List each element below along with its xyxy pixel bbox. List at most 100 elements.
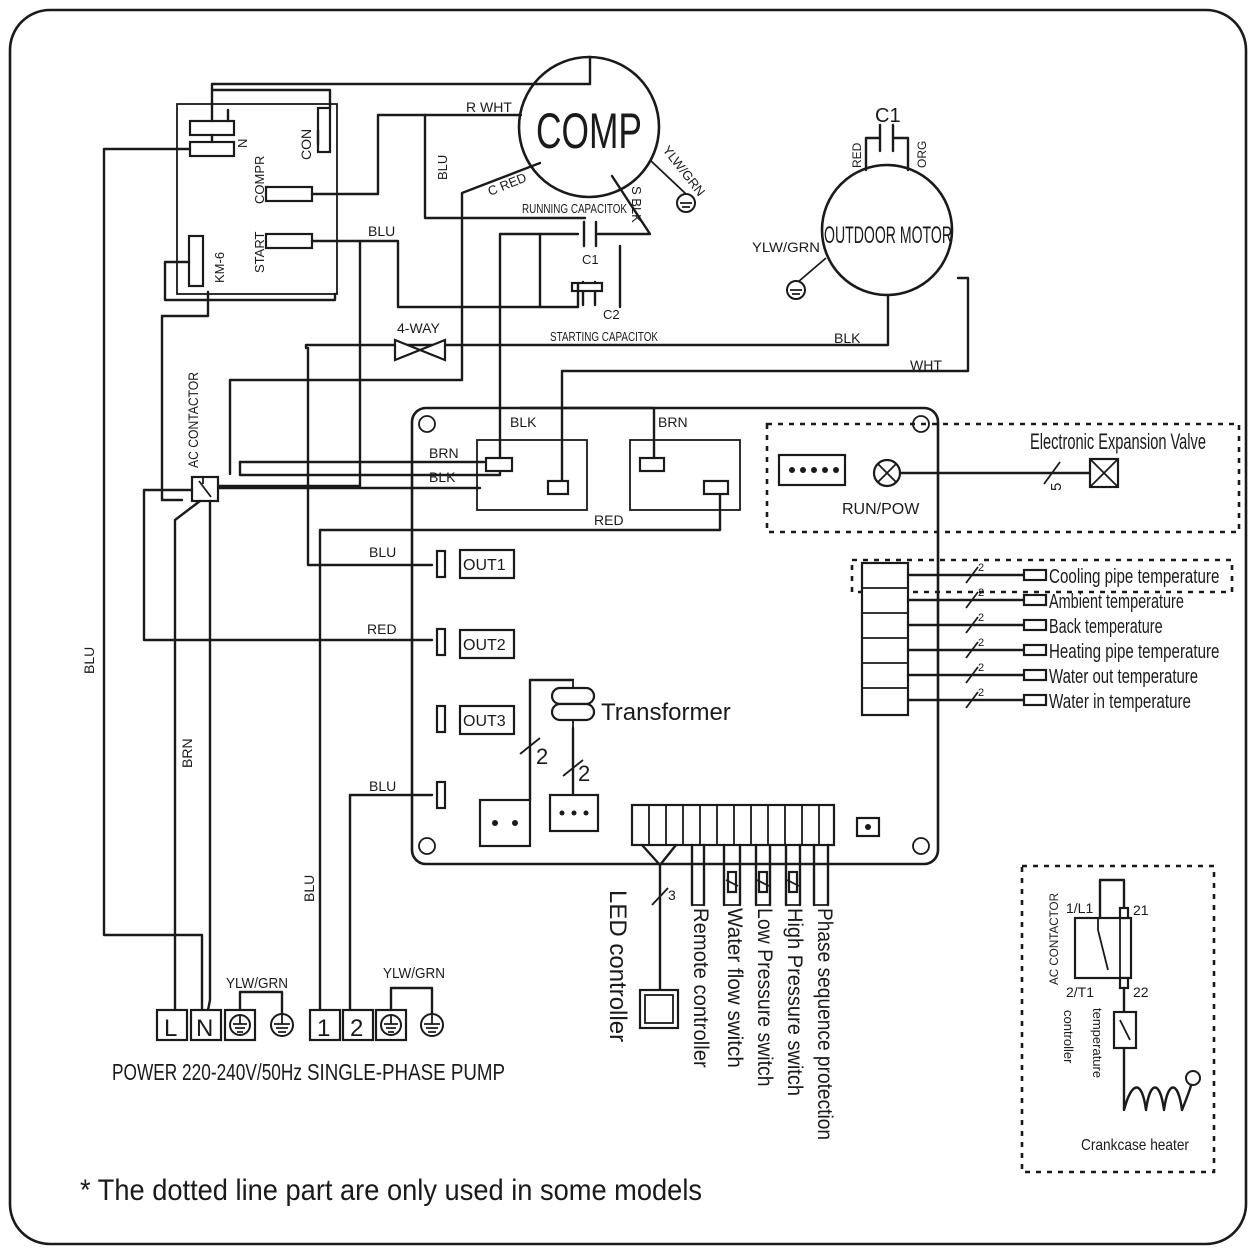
four-way-valve-icon <box>393 338 447 362</box>
transformer-label: Transformer <box>601 699 731 726</box>
earth-icon-pump-bars <box>424 1014 440 1033</box>
input-connector-dividers <box>648 805 820 845</box>
earth-icon-power-bars <box>274 1014 290 1033</box>
crankcase-heater-label: Crankcase heater <box>1081 1137 1190 1154</box>
pin <box>571 810 577 816</box>
out2-label: OUT2 <box>463 637 506 654</box>
pin <box>822 467 828 473</box>
run-pow-lamp-cross <box>877 463 897 483</box>
sensor-wire-count: 2 <box>978 687 984 699</box>
relay-block <box>176 103 338 295</box>
crankcase-t1: 2/T1 <box>1066 984 1094 1000</box>
sensor-probe-icon <box>1022 643 1048 657</box>
out1-pins <box>435 549 447 579</box>
crankcase-heater-coil <box>1122 1046 1194 1112</box>
sensor-label: Water out temperature <box>1049 666 1198 688</box>
sensor-wire-count: 2 <box>978 562 984 574</box>
label-ylw-grn-motor: YLW/GRN <box>752 239 820 255</box>
led-controller-inner <box>644 994 674 1024</box>
starting-cap-resistor <box>570 281 604 293</box>
sensor-wire-count: 2 <box>978 587 984 599</box>
label-blu-mid: BLU <box>301 875 317 902</box>
sensor-probe-icon <box>1022 618 1048 632</box>
sensor-label: Water in temperature <box>1049 691 1191 713</box>
temperature-controller-switch <box>1119 1019 1131 1041</box>
label-ylw-grn-pump: YLW/GRN <box>383 965 445 982</box>
crankcase-temp-label-2: controller <box>1061 1010 1076 1064</box>
pin <box>559 810 565 816</box>
input-wires <box>640 843 830 992</box>
input-connector <box>630 803 836 847</box>
ground-icon-power-bars <box>233 1016 247 1033</box>
transformer-connector-a <box>478 798 532 848</box>
led-controller-label: LED controller <box>604 890 631 1042</box>
led-count: 3 <box>668 887 676 903</box>
ground-icon-pump <box>380 1014 402 1036</box>
start-terminal <box>264 232 314 250</box>
board-hole-tl <box>418 415 436 433</box>
pin-22 <box>1118 976 1130 990</box>
comp-ground-bars <box>680 202 692 208</box>
blu-pins <box>435 780 447 810</box>
sensor-wire-count: 2 <box>978 612 984 624</box>
label-blu-out1: BLU <box>369 544 396 560</box>
crankcase-heater-end <box>1185 1070 1201 1086</box>
sensor-wire-count: 2 <box>978 637 984 649</box>
comp-ground-wire <box>649 159 687 195</box>
label-con: CON <box>298 129 314 160</box>
label-red-out2: RED <box>367 621 397 637</box>
relay-box-2 <box>629 439 741 511</box>
sensor-probe-icon <box>1022 593 1048 607</box>
label-blu-comp: BLU <box>435 155 450 180</box>
label-blu-bottom: BLU <box>369 778 396 794</box>
label-n: N <box>235 139 250 148</box>
ground-icon-pump-bars <box>384 1016 398 1033</box>
crankcase-l1: 1/L1 <box>1066 900 1093 916</box>
label-ylw-grn-comp: YLW/GRN <box>660 143 709 199</box>
pump-label: SINGLE-PHASE PUMP <box>307 1059 505 1085</box>
label-brn-left: BRN <box>179 738 195 768</box>
label-starting-cap: STARTING CAPACITOK <box>550 329 658 344</box>
crankcase-contactor-label: AC CONTACTOR <box>1047 893 1061 985</box>
controller-board <box>410 406 940 866</box>
left-wiring <box>142 460 722 1012</box>
led-controller-box <box>638 988 680 1030</box>
transformer-count-2: 2 <box>578 761 590 786</box>
transformer-icon <box>550 680 596 728</box>
pressure-switch-icons <box>725 870 800 894</box>
motor-capacitor <box>864 123 910 172</box>
relay1-conn-b <box>546 479 570 496</box>
input-label: Water flow switch <box>723 908 746 1068</box>
sensor-probe-icon <box>1022 693 1048 707</box>
pin <box>583 810 589 816</box>
eev-label: Electronic Expansion Valve <box>1030 429 1206 454</box>
crankcase-wire-top <box>1098 878 1126 920</box>
input-label: Phase sequence protection <box>813 908 836 1140</box>
terminal-l-label: L <box>164 1015 177 1042</box>
crankcase-temp-label-1: temperature <box>1090 1008 1105 1078</box>
terminal-2 <box>341 1008 375 1042</box>
input-label: Remote controller <box>689 908 712 1068</box>
sensor-slash <box>965 666 979 684</box>
label-running-cap: RUNNING CAPACITOK <box>522 201 627 216</box>
sensor-probe-icon <box>1022 668 1048 682</box>
label-blu-left: BLU <box>81 647 97 674</box>
sensor-slash <box>965 616 979 634</box>
pin-21 <box>1118 906 1130 920</box>
out1-label: OUT1 <box>463 557 506 574</box>
label-ac-contactor: AC CONTACTOR <box>185 372 201 468</box>
label-c-red: C RED <box>486 170 529 199</box>
ground-icon-power <box>229 1014 251 1036</box>
pin <box>789 467 795 473</box>
led-slash <box>651 887 669 906</box>
power-ground-wire <box>238 990 284 1016</box>
sensor-label: Cooling pipe temperature <box>1049 566 1219 588</box>
board-hole-br <box>912 837 930 855</box>
pin <box>512 820 518 826</box>
eev-valve-cross <box>1089 458 1119 488</box>
out2-box <box>458 628 516 660</box>
transformer-wire-1 <box>528 678 575 802</box>
crankcase-contactor-switch <box>1097 918 1121 978</box>
